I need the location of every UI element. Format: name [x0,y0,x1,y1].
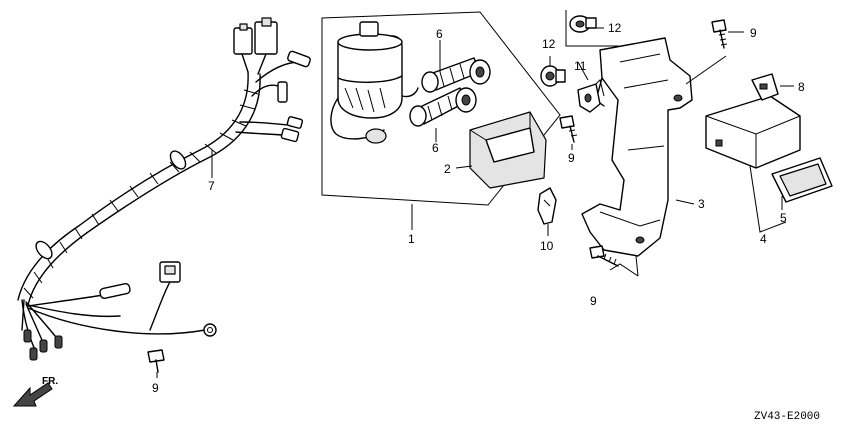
leader-lines [156,27,794,378]
bolt-harness [147,349,165,373]
callout-10: 10 [540,239,554,253]
callout-5: 5 [780,211,787,225]
front-direction-label: FR. [42,376,58,387]
spark-plug-cap-upper [421,57,491,93]
clamp-lower [540,65,566,87]
callout-12-lower: 12 [542,37,556,51]
cable-clip [577,79,605,113]
callout-1: 1 [408,232,415,246]
coil-bracket [469,111,547,189]
callout-4: 4 [760,232,767,246]
callout-11: 11 [574,59,587,73]
bolt-upper [711,19,728,49]
callout-9-lower: 9 [590,294,597,308]
callout-labels: 1 2 3 4 5 6 6 7 8 9 9 9 9 10 11 12 12 [152,21,805,395]
connector-part-8 [751,73,779,101]
front-direction-arrow-icon: FR. [12,376,58,407]
callout-9-middle: 9 [568,151,575,165]
clamp-upper [565,10,620,47]
callout-9-harness: 9 [152,381,159,395]
callout-12-upper: 12 [608,21,622,35]
drawing-code: ZV43-E2000 [754,411,820,423]
control-unit [705,95,801,169]
spark-plug-cap-lower [409,87,477,127]
wire-clip [537,187,557,225]
ignition-coil [330,21,419,144]
callout-3: 3 [698,197,705,211]
main-bracket [581,37,693,257]
bolt-middle [559,115,578,143]
wire-harness [17,17,311,361]
bolt-lower [589,245,619,267]
callout-7: 7 [208,179,215,193]
protector-cap [771,157,833,203]
callout-6-lower: 6 [432,141,439,155]
callout-6-upper: 6 [436,27,443,41]
callout-8: 8 [798,80,805,94]
callout-9-top: 9 [750,26,757,40]
callout-2: 2 [444,162,451,176]
